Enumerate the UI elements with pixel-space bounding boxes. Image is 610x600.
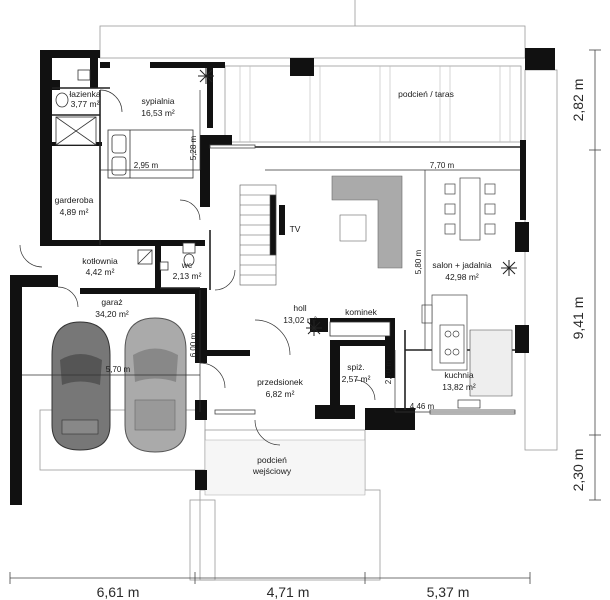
bed xyxy=(107,129,194,179)
dim-5-70: 5,70 m xyxy=(106,365,131,374)
dim-7-70: 7,70 m xyxy=(430,161,455,170)
ext-dim-right-1: 2,82 m xyxy=(570,79,586,122)
room-garderoba-area: 4,89 m² xyxy=(60,207,89,217)
room-garderoba-name: garderoba xyxy=(55,195,94,205)
dim-2-95: 2,95 m xyxy=(134,161,159,170)
label-tv: TV xyxy=(290,224,301,234)
room-podcien-wejsciowy-line2: wejściowy xyxy=(252,466,292,476)
inner-dimension-lines xyxy=(22,90,520,413)
room-kotlownia-area: 4,42 m² xyxy=(86,267,115,277)
tv-unit xyxy=(279,205,285,235)
room-kotlownia-name: kotłownia xyxy=(82,256,118,266)
kitchen-island xyxy=(421,294,468,371)
door-swings xyxy=(19,89,376,446)
dim-2-70: 2,70 m xyxy=(384,359,393,384)
wc-fixtures xyxy=(182,242,196,267)
ext-dim-bottom-2: 4,71 m xyxy=(267,584,310,600)
dining-set xyxy=(444,177,496,241)
dim-4-46: 4,46 m xyxy=(410,402,435,411)
room-lazienka-area: 3,77 m² xyxy=(71,99,100,109)
room-salon-name: salon + jadalnia xyxy=(432,260,492,270)
bathroom-fixtures xyxy=(55,69,97,146)
room-sypialnia-area: 16,53 m² xyxy=(141,108,175,118)
room-wc-area: 2,13 m² xyxy=(173,271,202,281)
walls xyxy=(10,48,555,505)
kitchen-sink xyxy=(457,399,481,409)
room-garaz-area: 34,20 m² xyxy=(95,309,129,319)
staircase xyxy=(239,184,277,286)
room-holl-area: 13,02 m² xyxy=(283,315,317,325)
exterior-dimension-lines xyxy=(9,49,601,584)
label-kominek: kominek xyxy=(345,307,377,317)
room-garaz-name: garaż xyxy=(101,297,122,307)
room-kuchnia-area: 13,82 m² xyxy=(442,382,476,392)
car-dark xyxy=(51,321,111,451)
room-wc-name: wc xyxy=(181,260,193,270)
boiler xyxy=(137,249,169,271)
ext-dim-bottom-1: 6,61 m xyxy=(97,584,140,600)
plant-icons xyxy=(198,68,517,336)
terrace-floor-lines xyxy=(239,66,511,142)
room-podcien-taras: podcień / taras xyxy=(398,89,454,99)
car-light xyxy=(124,317,187,453)
room-spiz-area: 2,57 m² xyxy=(342,374,371,384)
fireplace xyxy=(329,321,391,337)
sofa xyxy=(331,175,403,269)
room-spiz-name: spiż. xyxy=(347,362,364,372)
ext-dim-right-2: 9,41 m xyxy=(570,297,586,340)
ext-dim-right-3: 2,30 m xyxy=(570,449,586,492)
room-przedsionek-name: przedsionek xyxy=(257,377,304,387)
room-podcien-wejsciowy-line1: podcień xyxy=(257,455,287,465)
dim-5-80: 5,80 m xyxy=(414,249,423,274)
room-przedsionek-area: 6,82 m² xyxy=(266,389,295,399)
ext-dim-bottom-3: 5,37 m xyxy=(427,584,470,600)
room-sypialnia-name: sypialnia xyxy=(141,96,174,106)
room-salon-area: 42,98 m² xyxy=(445,272,479,282)
room-holl-name: holl xyxy=(293,303,306,313)
kitchen-counter xyxy=(469,329,513,397)
dim-6-00: 6,00 m xyxy=(189,332,198,357)
room-lazienka-name: łazienka xyxy=(69,89,100,99)
room-kuchnia-name: kuchnia xyxy=(444,370,474,380)
dim-5-28: 5,28 m xyxy=(189,135,198,160)
